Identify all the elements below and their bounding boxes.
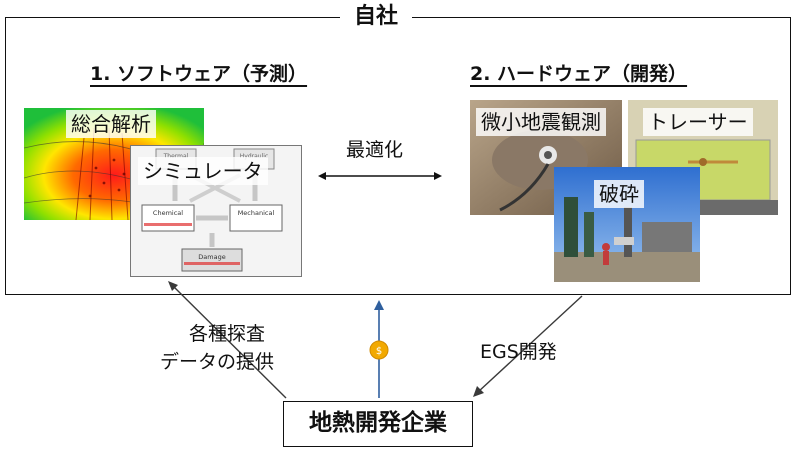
coin-icon: $ bbox=[369, 340, 389, 360]
photo-label-fracturing: 破砕 bbox=[594, 180, 644, 208]
sim-hydraulic-box: Hydraulic bbox=[240, 153, 268, 160]
sim-thermal-box: Thermal bbox=[163, 153, 189, 160]
data-provision-arrow bbox=[171, 284, 287, 399]
simulator-label: シミュレータ bbox=[138, 157, 268, 185]
geothermal-company-box: 地熱開発企業 bbox=[283, 401, 473, 447]
optimization-label: 最適化 bbox=[346, 139, 404, 161]
data-provision-label-line2: データの提供 bbox=[159, 351, 274, 373]
data-provision-label-line1: 各種探査 bbox=[188, 323, 265, 345]
sim-mechanical-box: Mechanical bbox=[238, 209, 275, 217]
egs-development-label: EGS開発 bbox=[480, 341, 557, 363]
company-title: 自社 bbox=[340, 2, 412, 32]
svg-text:$: $ bbox=[376, 346, 382, 357]
optimization-arrow bbox=[318, 172, 442, 180]
hardware-heading: 2. ハードウェア（開発） bbox=[470, 63, 688, 85]
software-heading: 1. ソフトウェア（予測） bbox=[90, 63, 308, 85]
photo-label-microseismic: 微小地震観測 bbox=[476, 108, 606, 136]
sim-damage-box: Damage bbox=[198, 253, 225, 261]
simulator-diagram: Chemical Mechanical Damage Thermal Hydra… bbox=[130, 145, 302, 277]
egs-development-arrow bbox=[477, 295, 583, 393]
sim-chemical-box: Chemical bbox=[153, 209, 183, 217]
photo-label-tracer: トレーサー bbox=[643, 108, 753, 136]
analysis-label: 総合解析 bbox=[66, 110, 156, 138]
